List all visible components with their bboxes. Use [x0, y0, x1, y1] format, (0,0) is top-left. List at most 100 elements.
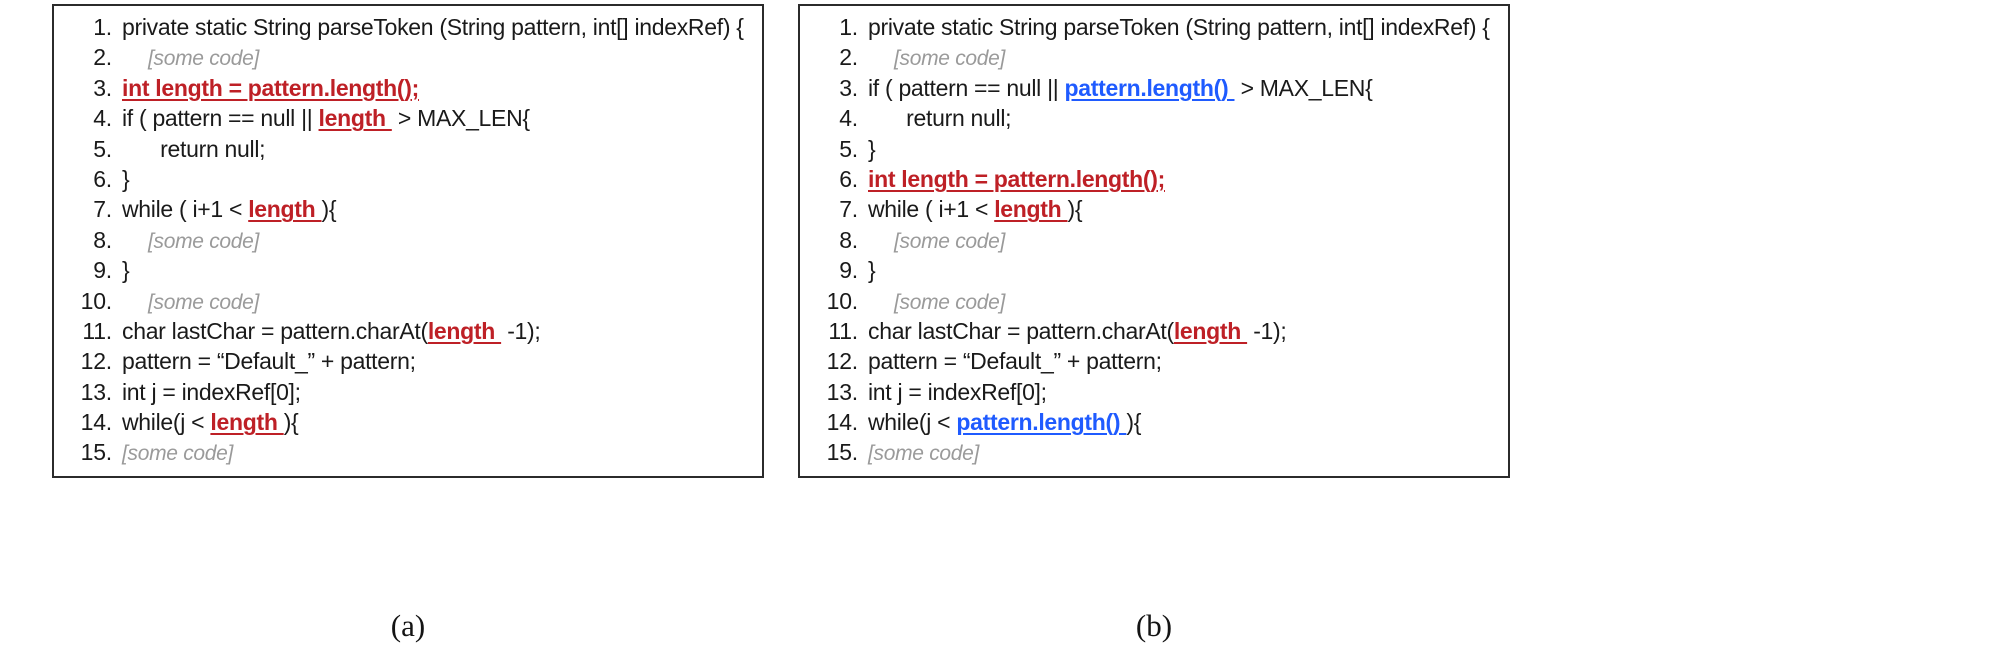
code-line: 11. char lastChar = pattern.charAt(length… — [66, 318, 752, 348]
code-text: [some code] — [122, 439, 233, 466]
code-token-plain: if ( pattern == null || — [868, 74, 1065, 101]
code-panels-row: 1.private static String parseToken (Stri… — [52, 4, 1952, 584]
code-line: 2. [some code] — [66, 44, 752, 74]
code-text: private static String parseToken (String… — [122, 14, 744, 41]
code-text: pattern = “Default_” + pattern; — [122, 348, 416, 375]
line-number: 8. — [93, 226, 112, 253]
code-token-plain: while ( i+1 < — [868, 196, 995, 223]
code-line: 13.int j = indexRef[0]; — [812, 379, 1498, 409]
code-line-list-b: 1.private static String parseToken (Stri… — [812, 14, 1498, 470]
code-token-plain: } — [868, 257, 876, 284]
line-number: 5. — [93, 135, 112, 162]
code-text: [some code] — [868, 44, 1005, 71]
code-line: 15. [some code] — [66, 439, 752, 469]
code-token-ghost: [some code] — [122, 442, 234, 466]
line-number: 9. — [93, 257, 112, 284]
code-token-plain: ){ — [1126, 409, 1142, 436]
line-number: 4. — [839, 105, 858, 132]
code-text: } — [122, 257, 130, 284]
code-text: while ( i+1 < length ){ — [122, 196, 337, 223]
code-token-red: int length = pattern.length(); — [122, 74, 419, 101]
code-token-ghost: [some code] — [148, 229, 260, 253]
code-text: pattern = “Default_” + pattern; — [868, 348, 1162, 375]
code-text: private static String parseToken (String… — [868, 14, 1490, 41]
line-number: 3. — [93, 74, 112, 101]
code-line: 6.} — [66, 166, 752, 196]
code-text: [some code] — [122, 288, 259, 315]
code-token-plain: char lastChar = pattern.charAt( — [868, 317, 1174, 344]
code-line: 13. int j = indexRef[0]; — [66, 379, 752, 409]
code-token-plain: -1); — [501, 317, 541, 344]
line-number: 9. — [839, 257, 858, 284]
code-panel-a: 1.private static String parseToken (Stri… — [52, 4, 764, 478]
line-number: 2. — [839, 44, 858, 71]
code-text: [some code] — [868, 227, 1005, 254]
line-number: 10. — [80, 287, 113, 314]
code-token-plain: > MAX_LEN{ — [1234, 74, 1373, 101]
code-line: 9.} — [812, 257, 1498, 287]
code-text: } — [868, 135, 876, 163]
line-number: 15. — [80, 439, 113, 466]
code-token-plain: int j = indexRef[0]; — [122, 378, 301, 405]
code-token-ghost: [some code] — [868, 442, 980, 466]
code-text: char lastChar = pattern.charAt(length -1… — [122, 318, 541, 345]
line-number: 14. — [80, 409, 113, 436]
code-token-plain: while(j < — [868, 409, 957, 436]
code-token-red: length — [427, 317, 502, 344]
line-number: 10. — [826, 287, 859, 314]
code-line: 5.} — [812, 136, 1498, 166]
code-line: 1.private static String parseToken (Stri… — [66, 14, 752, 44]
code-token-plain: -1); — [1247, 317, 1287, 344]
code-token-plain: return null; — [148, 135, 266, 162]
line-number: 11. — [828, 317, 858, 344]
code-token-ghost: [some code] — [894, 229, 1006, 253]
code-line: 2. [some code] — [812, 44, 1498, 74]
code-text: return null; — [868, 105, 1011, 132]
code-line-list-a: 1.private static String parseToken (Stri… — [66, 14, 752, 470]
code-token-red: length — [210, 409, 284, 436]
code-text: [some code] — [868, 288, 1005, 315]
code-token-ghost: [some code] — [148, 47, 260, 71]
code-token-ghost: [some code] — [894, 290, 1006, 314]
code-text: } — [122, 165, 130, 193]
code-line: 10. [some code] — [812, 288, 1498, 318]
code-token-plain: return null; — [894, 105, 1012, 132]
code-text: while ( i+1 < length ){ — [868, 196, 1083, 223]
code-token-red: length — [318, 105, 392, 132]
line-number: 2. — [93, 44, 112, 71]
line-number: 8. — [839, 226, 858, 253]
code-line: 10. [some code] — [66, 288, 752, 318]
code-token-red: int length = pattern.length(); — [868, 165, 1165, 192]
code-token-plain: ){ — [283, 409, 299, 436]
line-number: 5. — [839, 135, 858, 162]
code-line: 7.while ( i+1 < length ){ — [66, 196, 752, 226]
line-number: 4. — [93, 105, 112, 132]
line-number: 6. — [839, 165, 858, 192]
code-text: int length = pattern.length(); — [868, 166, 1165, 193]
caption-b: (b) — [1135, 608, 1173, 643]
code-token-plain: > MAX_LEN{ — [391, 105, 530, 132]
code-token-plain: char lastChar = pattern.charAt( — [122, 317, 428, 344]
line-number: 11. — [82, 317, 112, 344]
code-token-plain: } — [868, 135, 876, 162]
code-line: 11. char lastChar = pattern.charAt(length… — [812, 318, 1498, 348]
code-line: 4.if ( pattern == null || length > MAX_L… — [66, 105, 752, 135]
code-token-plain: while ( i+1 < — [122, 196, 249, 223]
code-text: int j = indexRef[0]; — [122, 379, 301, 406]
code-text: while(j < pattern.length() ){ — [868, 409, 1141, 436]
line-number: 13. — [80, 378, 113, 405]
code-text: [some code] — [122, 227, 259, 254]
code-token-ghost: [some code] — [894, 47, 1006, 71]
code-line: 15.[some code] — [812, 439, 1498, 469]
code-line: 14.while(j < length ){ — [66, 409, 752, 439]
code-line: 3.if ( pattern == null || pattern.length… — [812, 75, 1498, 105]
line-number: 3. — [839, 74, 858, 101]
caption-a: (a) — [390, 608, 426, 643]
code-line: 1.private static String parseToken (Stri… — [812, 14, 1498, 44]
code-token-plain: } — [122, 257, 130, 284]
code-line: 8. [some code] — [66, 227, 752, 257]
code-token-plain: pattern = “Default_” + pattern; — [122, 348, 416, 375]
code-token-red: length — [1173, 317, 1248, 344]
code-token-plain: } — [122, 165, 130, 192]
code-panel-b: 1.private static String parseToken (Stri… — [798, 4, 1510, 478]
